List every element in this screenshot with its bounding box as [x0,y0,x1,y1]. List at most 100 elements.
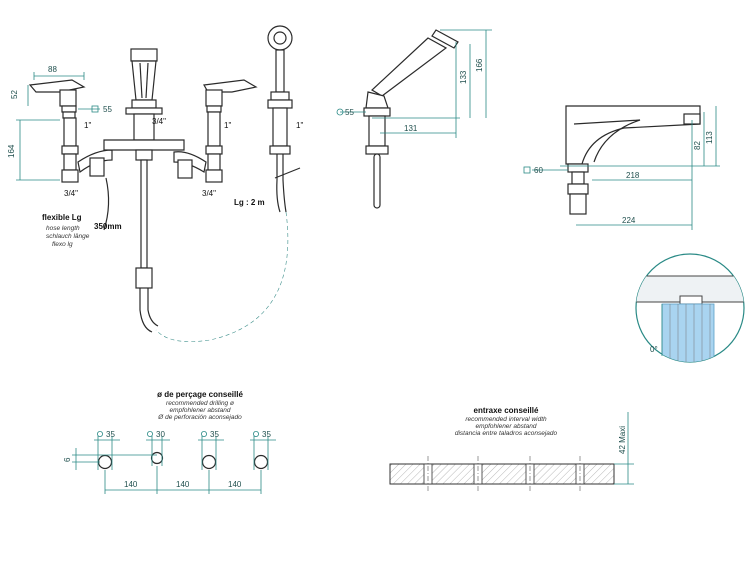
spout-square: 60 [534,166,543,175]
drill-d1: 35 [106,430,115,439]
shower-head-inner [273,31,287,45]
side-tail [373,153,381,209]
left-coupler [89,157,105,177]
spout-inner-curve [573,119,641,163]
spout-profile [523,105,720,230]
shower-thread: 1" [296,121,303,130]
front-view-labels: 88 52 55 3/4" 1" 1" 164 3/4" 3/4" flexib… [7,65,303,248]
dim-handle-height: 52 [10,90,19,99]
label-right-thread: 1" [224,121,231,130]
interval-max: 42 Maxi [618,426,627,454]
side-diameter: 55 [345,108,354,117]
shower-hose-dashed [155,211,289,342]
shower-handle [275,49,285,93]
d4-symbol [252,430,259,437]
drill-d3: 35 [210,430,219,439]
spout-pipe [140,159,148,269]
drill-spacing-1: 140 [124,480,138,489]
hose-title: flexible Lg [42,213,82,222]
side-shower-handle [371,37,448,97]
water-flow [661,303,715,362]
spout-flange [125,107,163,115]
left-ring-2 [62,111,76,119]
side-height-b: 166 [475,58,484,72]
right-valve-body [207,111,221,147]
spout-cap [130,48,158,62]
hose-line-1: hose length [46,225,80,232]
side-reach: 131 [404,124,418,133]
shower-holder-top [270,91,290,101]
label-spout-conn: 3/4" [152,117,166,126]
spout-projection-b: 224 [622,216,636,225]
label-left-thread: 1" [84,121,91,130]
right-ring-1 [206,105,222,113]
spout-projection-a: 218 [626,171,640,180]
shower-leader [274,167,301,179]
shower-hose-length: Lg : 2 m [234,198,265,207]
right-coupler [177,159,193,179]
interval-title: entraxe conseillé [474,406,539,415]
side-view-labels: 55 131 133 166 [345,58,484,133]
front-view [16,25,301,342]
shower-holder-nut [269,145,291,155]
spout-profile-body [565,105,701,165]
spout-nut [135,149,153,161]
interval-line-1: recommended interval width [465,416,547,423]
spout-hose-nut [135,267,153,289]
shower-hose-stub [276,154,287,213]
spout-line-a [139,62,143,99]
spout-profile-labels: 60 218 224 82 113 [534,131,714,225]
drill-d4: 35 [262,430,271,439]
spout-height-b: 113 [705,131,714,144]
d1-symbol [97,430,104,437]
left-nut [61,145,79,155]
spout-ring [131,99,157,109]
diameter-symbol [336,108,344,116]
drilling-section: ø de perçage conseillé recommended drill… [63,390,276,494]
drilling-line-2: empfohlener abstand [169,407,230,414]
spout-base-shank [571,171,585,185]
side-shower-head [431,29,459,49]
drill-hole-3 [201,454,217,470]
dim-handle-width: 88 [48,65,57,74]
spout-base-nut [567,163,589,173]
spout-body [133,113,155,141]
drill-d2: 30 [156,430,165,439]
crossbar [103,139,185,151]
dim-square: 55 [103,105,112,114]
hose-line-2: schlauch länge [46,233,90,240]
spout-column [131,60,157,101]
drill-spacing-3: 140 [228,480,242,489]
side-height-a: 133 [459,70,468,84]
drill-hole-2 [150,451,164,465]
spout-base-bottom [567,183,589,195]
label-left-bottom-thread: 3/4" [64,189,78,198]
right-nut [205,145,223,155]
left-bottom-nut [61,169,79,183]
drilling-line-3: Ø de perforación aconsejado [157,414,242,421]
d2-symbol [146,430,153,437]
hose-length: 350mm [94,222,122,231]
countertop-section [389,463,615,485]
side-view [336,29,492,209]
drill-hole-1 [97,454,113,470]
left-ring-1 [61,105,77,113]
side-holder-body [368,115,386,147]
d3-symbol [200,430,207,437]
dim-overall-height: 164 [7,144,16,158]
hose-leader [103,177,110,231]
right-handle-collar [205,89,223,107]
left-shank [63,153,77,171]
right-shank [207,153,221,171]
side-nut [365,145,389,155]
drill-offset: 6 [63,457,72,462]
side-flange [363,107,391,117]
shower-head [267,25,293,51]
left-valve-body [63,117,77,147]
left-handle-collar [59,89,77,107]
detail-aerator [679,295,703,305]
spout-line-b [145,62,149,99]
right-bottom-nut [205,169,223,183]
spout-height-a: 82 [693,141,702,150]
